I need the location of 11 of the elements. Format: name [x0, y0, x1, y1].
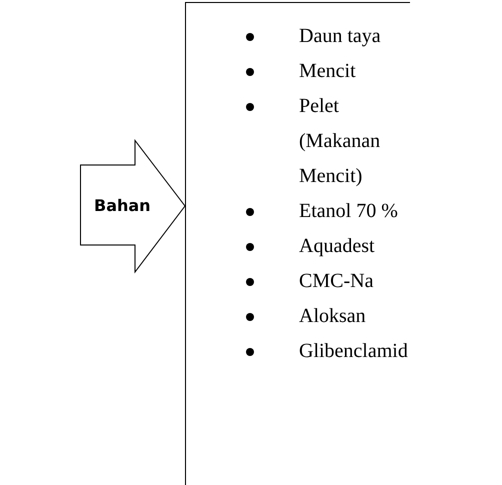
list-item: CMC-Na — [299, 269, 374, 294]
list-item: Glibenclamid — [299, 339, 409, 364]
list-item: Mencit — [299, 59, 357, 84]
arrow-label: Bahan — [94, 196, 151, 215]
list-item: Etanol 70 % — [299, 199, 399, 224]
list-item: Aquadest — [299, 234, 376, 259]
block-arrow — [80, 140, 186, 273]
list-item: Daun taya — [299, 24, 382, 49]
list-item: Aloksan — [299, 304, 367, 329]
list-item: Pelet (Makanan Mencit) — [299, 94, 382, 189]
list-panel — [185, 2, 410, 485]
